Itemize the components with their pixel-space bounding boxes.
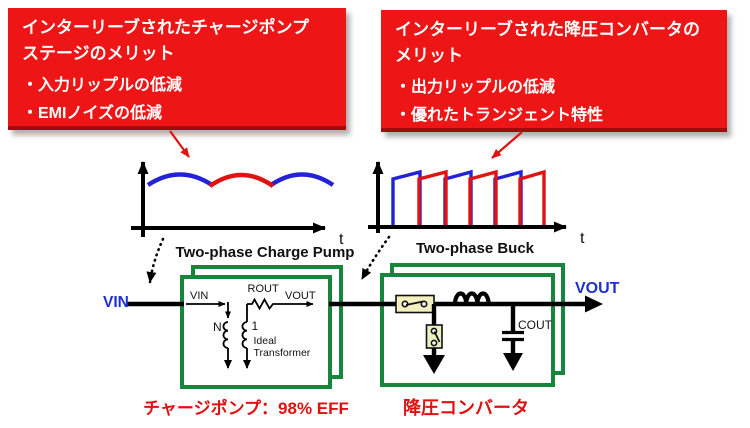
ripple-arc-phase1 [146, 172, 214, 187]
callout-bullets: ・入力リップルの低減 ・EMIノイズの低減 [22, 72, 334, 128]
dotted-arrow-icon [360, 235, 391, 281]
callout-title: インターリーブされた降圧コンバータの [395, 20, 700, 39]
vout-arrowhead-icon [585, 295, 603, 313]
time-axis-label: t [339, 231, 344, 248]
stage-boxes [180, 263, 565, 389]
sawtooth-phase2 [518, 169, 546, 225]
bullet-item: ・優れたトランジェント特性 [395, 107, 604, 124]
waveform-charge-pump: t Two-phase Charge Pump [131, 161, 355, 261]
callout-bullets: ・出力リップルの低減 ・優れたトランジェント特性 [395, 74, 715, 130]
waveform-buck: t Two-phase Buck [368, 161, 585, 257]
bullet-item: ・EMIノイズの低減 [22, 105, 162, 122]
callout-charge-pump: インターリーブされたチャージポンプ ステージのメリット ・入力リップルの低減 ・… [8, 8, 346, 130]
vin-label: VIN [103, 294, 129, 311]
sawtooth-phase2 [468, 169, 498, 225]
vout-label: VOUT [575, 280, 620, 297]
switch-bar [405, 300, 424, 306]
switch-terminal [420, 300, 428, 308]
callout-title: メリット [395, 46, 463, 65]
callout-pointer-arrows [169, 130, 523, 159]
waveform-caption: Two-phase Buck [416, 240, 535, 257]
sawtooth-phase1 [493, 169, 523, 225]
red-arrow-icon [169, 130, 190, 158]
ripple-arc-phase1 [269, 172, 335, 187]
red-arrow-icon [491, 131, 523, 159]
sawtooth-phase1 [443, 169, 473, 225]
ripple-arc-phase2 [208, 172, 275, 188]
buck-box-front [380, 273, 555, 387]
bullet-item: ・出力リップルの低減 [395, 79, 556, 96]
cp-vout-label: VOUT [285, 290, 316, 302]
callout-title: ステージのメリット [22, 44, 175, 63]
dotted-connector-arrows [146, 235, 391, 284]
charge-pump-circuit: VIN N 1 Ideal Transformer ROUT VOUT [186, 283, 316, 369]
bullet-item: ・入力リップルの低減 [22, 77, 183, 94]
switch-terminal [430, 339, 438, 347]
turns-n-label: N [213, 320, 222, 334]
ground-arrow-icon [423, 355, 445, 374]
buck-circuit: COUT [395, 291, 553, 374]
callout-buck: インターリーブされた降圧コンバータの メリット ・出力リップルの低減 ・優れたト… [381, 10, 727, 132]
charge-pump-caption: チャージポンプ：98% EFF [143, 398, 349, 418]
secondary-winding-icon [241, 321, 248, 349]
stage-captions: チャージポンプ：98% EFF 降圧コンバータ [143, 397, 529, 418]
time-axis-label: t [580, 230, 585, 247]
inductor-icon [452, 291, 491, 305]
ideal-transformer-label: Transformer [254, 347, 311, 359]
power-rail: VIN VOUT [103, 280, 620, 313]
ground-arrow-icon [503, 353, 523, 371]
turns-1-label: 1 [252, 319, 259, 333]
cout-label: COUT [518, 318, 553, 332]
switch-bar [433, 331, 441, 343]
waveform-caption: Two-phase Charge Pump [176, 244, 355, 261]
callout-title: インターリーブされたチャージポンプ [22, 18, 309, 37]
cp-vin-label: VIN [190, 290, 208, 302]
rout-resistor-icon [247, 297, 277, 311]
sawtooth-phase2 [417, 169, 448, 225]
ideal-transformer-label: Ideal [254, 335, 277, 347]
charge-pump-box-front [180, 275, 332, 389]
rout-label: ROUT [248, 283, 279, 295]
buck-caption: 降圧コンバータ [403, 397, 529, 418]
primary-winding-icon [222, 321, 229, 349]
dotted-arrow-icon [146, 237, 165, 284]
sawtooth-phase1 [391, 169, 422, 225]
